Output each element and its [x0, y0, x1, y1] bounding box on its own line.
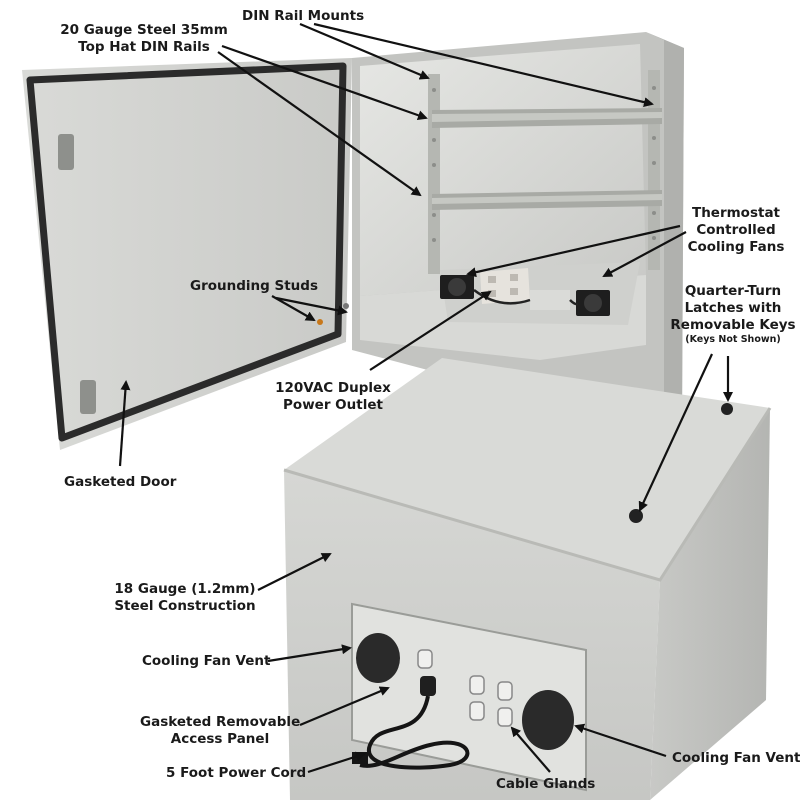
enclosure-door [22, 58, 352, 450]
arrow-fan-right [602, 231, 687, 277]
label-fan-vent-right: Cooling Fan Vent [672, 750, 800, 766]
latch-keyhole-left [629, 509, 643, 523]
arrow-fan-vent-left [267, 644, 352, 663]
enclosure-lid [284, 358, 770, 580]
open-enclosure [22, 32, 684, 450]
arrow-din-rail-upper [221, 44, 428, 121]
arrow-access-panel [299, 686, 390, 727]
label-steel-construction: 18 Gauge (1.2mm) Steel Construction [114, 581, 256, 614]
door-latch-bottom [80, 380, 96, 414]
power-cord [359, 695, 470, 770]
enclosure-side [650, 408, 770, 800]
arrow-fan-vent-right [574, 723, 667, 758]
arrow-din-rail-lower [217, 51, 422, 197]
label-din-rails: 20 Gauge Steel 35mm Top Hat DIN Rails [60, 22, 228, 55]
access-panel [351, 602, 587, 792]
callout-arrows [118, 22, 733, 774]
label-power-cord: 5 Foot Power Cord [166, 765, 307, 781]
arrow-cable-glands [510, 726, 551, 773]
label-grounding-studs: Grounding Studs [190, 278, 318, 294]
label-din-rail-mounts: DIN Rail Mounts [242, 8, 365, 24]
grounding-stud [317, 319, 323, 325]
power-cord-gland [420, 676, 436, 696]
label-gasketed-door: Gasketed Door [64, 474, 177, 490]
arrow-door [118, 380, 131, 467]
din-rail-mount-left [428, 74, 440, 274]
label-keys-note: (Keys Not Shown) [685, 334, 781, 345]
door-gasket [26, 62, 347, 442]
label-access-panel: Gasketed Removable Access Panel [140, 714, 301, 747]
door-latch-top [58, 134, 74, 170]
latch-keyhole-right [721, 403, 733, 415]
arrow-fan-left [466, 224, 681, 278]
closed-enclosure [283, 358, 772, 800]
arrow-din-mount-right [313, 22, 654, 108]
label-thermostat-fans: Thermostat Controlled Cooling Fans [687, 205, 785, 255]
arrow-grounding-2 [275, 296, 348, 316]
arrow-latch-left [638, 353, 713, 512]
cable-gland-group [417, 649, 513, 727]
interior-back-panel [360, 44, 646, 296]
arrow-power-cord [307, 751, 366, 774]
arrow-din-mount-left [299, 22, 430, 80]
label-latches: Quarter-Turn Latches with Removable Keys… [666, 283, 800, 346]
label-power-outlet: 120VAC Duplex Power Outlet [275, 380, 391, 413]
fan-vent-left [356, 633, 400, 683]
arrow-grounding-1 [271, 295, 316, 321]
arrow-outlet [369, 290, 492, 371]
label-cable-glands: Cable Glands [496, 776, 596, 792]
label-fan-vent-left: Cooling Fan Vent [142, 653, 271, 669]
fan-vent-right [522, 690, 574, 750]
arrow-steel [257, 553, 332, 591]
